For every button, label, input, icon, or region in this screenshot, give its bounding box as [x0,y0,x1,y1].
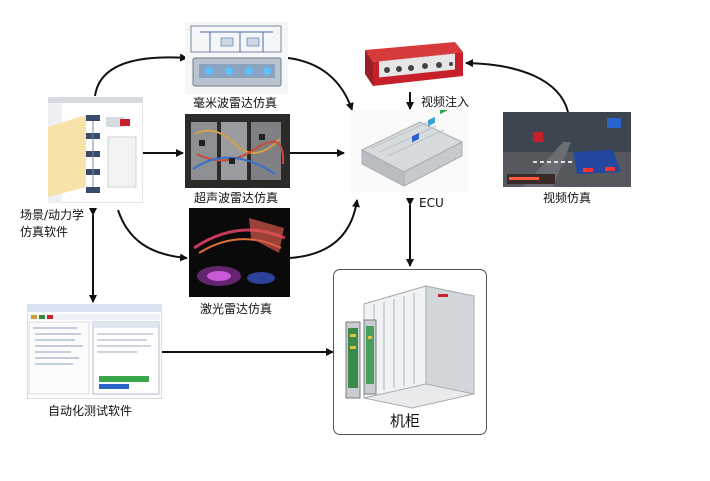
video-simulation-image [503,112,631,187]
lidar-label: 激光雷达仿真 [200,302,273,316]
ecu-label: ECU [419,196,444,210]
arrow-lidar-to-ecu [289,199,360,259]
video-simulation-label: 视频仿真 [543,191,592,205]
arrow-mmwave-to-ecu [287,57,354,111]
scene-software-label-line2: 仿真软件 [20,225,69,239]
ultrasonic-radar-device [185,114,290,188]
scene-software-screenshot [47,96,144,204]
mmwave-radar-device [185,22,288,94]
lidar-simulation-image [189,208,290,297]
scene-software-label-line1: 场景/动力学 [20,208,85,222]
automation-test-software-screenshot [26,303,163,400]
ultrasonic-label: 超声波雷达仿真 [194,191,279,205]
video-injection-label: 视频注入 [421,95,470,109]
automation-test-software-label: 自动化测试软件 [48,404,133,418]
cabinet-label: 机柜 [390,412,421,430]
video-injection-device [355,40,465,90]
mmwave-label: 毫米波雷达仿真 [193,96,278,110]
arrow-videosim-to-injection [465,59,569,113]
cabinet-box: 机柜 [333,269,487,435]
arrow-scene-to-mmwave [94,53,188,97]
arrow-scene-to-lidar [117,209,188,262]
ecu-device [350,104,468,192]
